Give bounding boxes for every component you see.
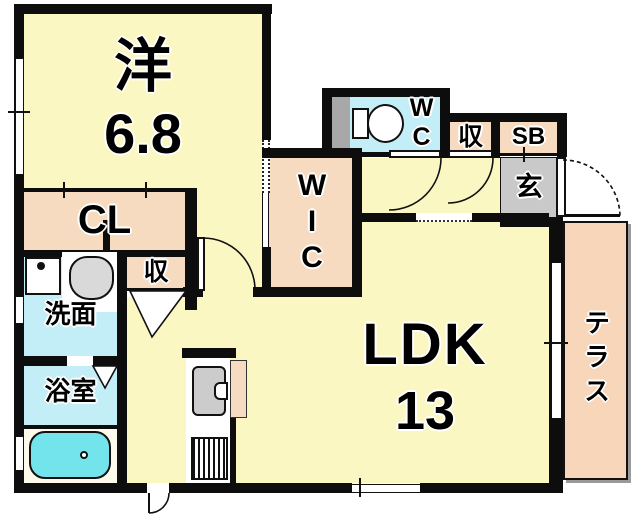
storage-hall-floor <box>450 122 491 153</box>
bathroom-fold-door <box>91 365 119 390</box>
toilet-bowl <box>367 104 404 143</box>
wash-basin <box>69 256 114 300</box>
wall <box>185 188 197 310</box>
wall <box>262 4 271 140</box>
wc-door-arc <box>388 157 442 211</box>
shoebox-label: SB <box>511 123 546 150</box>
washroom-label: 洗面 <box>44 299 97 329</box>
wall <box>322 88 332 157</box>
storage-ldk-bottom-line <box>127 288 197 291</box>
western-room-window <box>15 58 24 175</box>
western-room-size: 6.8 <box>104 102 182 165</box>
storage-ldk-label: 収 <box>143 258 169 286</box>
wall <box>228 415 236 483</box>
ldk-sliding-opening <box>416 213 472 222</box>
wall <box>500 218 563 227</box>
wall <box>14 483 147 493</box>
porch-edge-line <box>566 214 620 217</box>
western-room-door-leaf <box>197 237 205 291</box>
ldk-label-block: LDK 13 <box>320 296 530 458</box>
western-room-door-arc <box>202 237 256 291</box>
wic-label: WIC <box>295 169 329 277</box>
wall <box>24 356 67 366</box>
bathtub <box>29 431 111 479</box>
bottom-door-gap <box>147 484 169 492</box>
wic-opening <box>262 193 269 247</box>
hallway-floor <box>362 158 500 213</box>
wall <box>169 483 352 493</box>
storage-hall-label: 収 <box>457 122 483 151</box>
wall <box>93 356 117 366</box>
washing-machine-dot <box>37 262 45 270</box>
wc-door-leaf <box>389 150 441 158</box>
bathroom-window <box>15 437 24 470</box>
wall <box>262 247 271 297</box>
closet-sliding-line <box>24 188 197 192</box>
bathtub-divider-line <box>24 425 117 429</box>
storage-ldk-fold-door <box>128 290 188 339</box>
entrance-label: 玄 <box>515 172 543 202</box>
bottom-door-arc <box>148 492 170 514</box>
wc-pipe-space <box>332 97 350 152</box>
kitchen-stove <box>191 437 228 480</box>
ldk-size: 13 <box>394 381 456 441</box>
wall <box>557 113 567 157</box>
wall <box>420 483 563 493</box>
terrace-label: テラス <box>580 309 611 411</box>
terrace <box>563 221 628 480</box>
wall <box>253 287 362 297</box>
entrance-door-leaf <box>556 157 566 217</box>
shoebox-bottom-line <box>500 153 557 156</box>
wall <box>443 113 567 122</box>
closet-label: CL <box>77 198 132 242</box>
storage-hall-door-arc <box>447 157 494 204</box>
washroom-window <box>15 297 24 323</box>
wall <box>14 4 24 493</box>
wall <box>262 148 362 158</box>
ldk-terrace-window <box>551 263 562 418</box>
bathroom-label: 浴室 <box>44 376 97 406</box>
ldk-bottom-window <box>352 484 420 493</box>
wall <box>362 152 389 157</box>
entrance-door-arc <box>562 159 621 218</box>
wall <box>183 287 203 297</box>
storage-hall-door-leaf <box>448 150 493 158</box>
kitchen-faucet <box>214 382 228 400</box>
wall <box>472 213 549 222</box>
wall <box>14 4 272 14</box>
wall <box>437 152 448 158</box>
western-room-floor <box>24 14 262 188</box>
bathtub-drain <box>80 451 88 459</box>
wall <box>182 348 236 358</box>
kitchen-counter-extension <box>230 360 247 418</box>
ldk-upper-floor <box>362 222 549 297</box>
wall <box>440 88 450 158</box>
wall <box>103 220 110 252</box>
corridor-doorway-floor <box>203 287 253 297</box>
wc-label: WC <box>407 94 436 152</box>
wall <box>491 113 500 158</box>
wic-floor <box>262 158 352 287</box>
wall <box>362 213 416 222</box>
wall <box>352 148 362 297</box>
ldk-name: LDK <box>362 312 488 377</box>
wall <box>322 88 450 97</box>
storage-ldk-floor <box>127 257 185 288</box>
wall <box>117 252 127 493</box>
western-room-name: 洋 <box>113 34 172 99</box>
western-room-label: 洋 6.8 <box>24 14 262 186</box>
accordion-partition <box>262 140 270 193</box>
shoebox-floor <box>500 122 557 153</box>
